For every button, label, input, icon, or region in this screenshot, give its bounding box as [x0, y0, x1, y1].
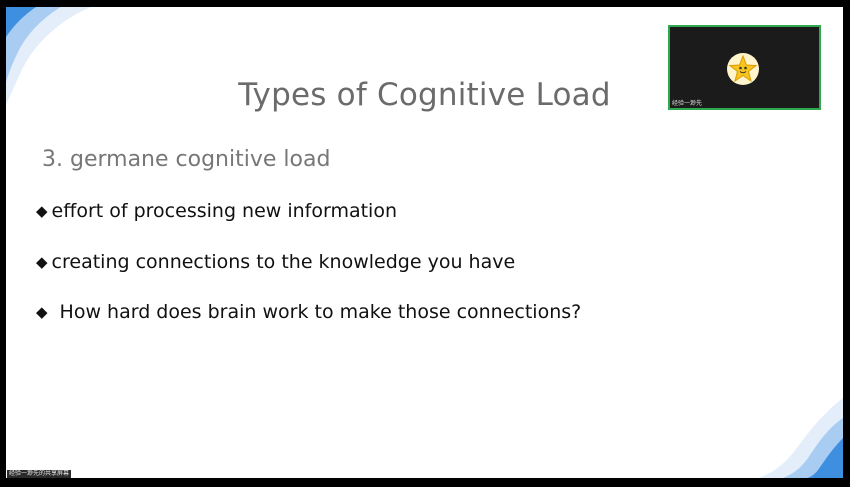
bullet-text: creating connections to the knowledge yo… [51, 251, 516, 273]
bullet-item: ◆ creating connections to the knowledge … [36, 251, 515, 273]
corner-decoration-bottom-right [758, 398, 843, 478]
screen-share-label: 经验一渺先的共享屏幕 [7, 470, 72, 478]
corner-decoration-top-left [6, 7, 91, 105]
slide-subtitle: 3. germane cognitive load [42, 147, 331, 172]
slide-title: Types of Cognitive Load [238, 77, 611, 113]
bullet-text: effort of processing new information [51, 200, 398, 222]
participant-video-tile[interactable]: 经验一渺先 [668, 25, 821, 110]
diamond-bullet-icon: ◆ [36, 253, 48, 271]
bullet-item: ◆ How hard does brain work to make those… [36, 301, 581, 323]
diamond-bullet-icon: ◆ [36, 202, 48, 220]
bullet-text: How hard does brain work to make those c… [59, 301, 582, 323]
bullet-item: ◆ effort of processing new information [36, 200, 397, 222]
participant-avatar [727, 53, 759, 85]
star-icon [728, 54, 758, 83]
participant-name: 经验一渺先 [672, 100, 703, 107]
diamond-bullet-icon: ◆ [36, 303, 48, 321]
